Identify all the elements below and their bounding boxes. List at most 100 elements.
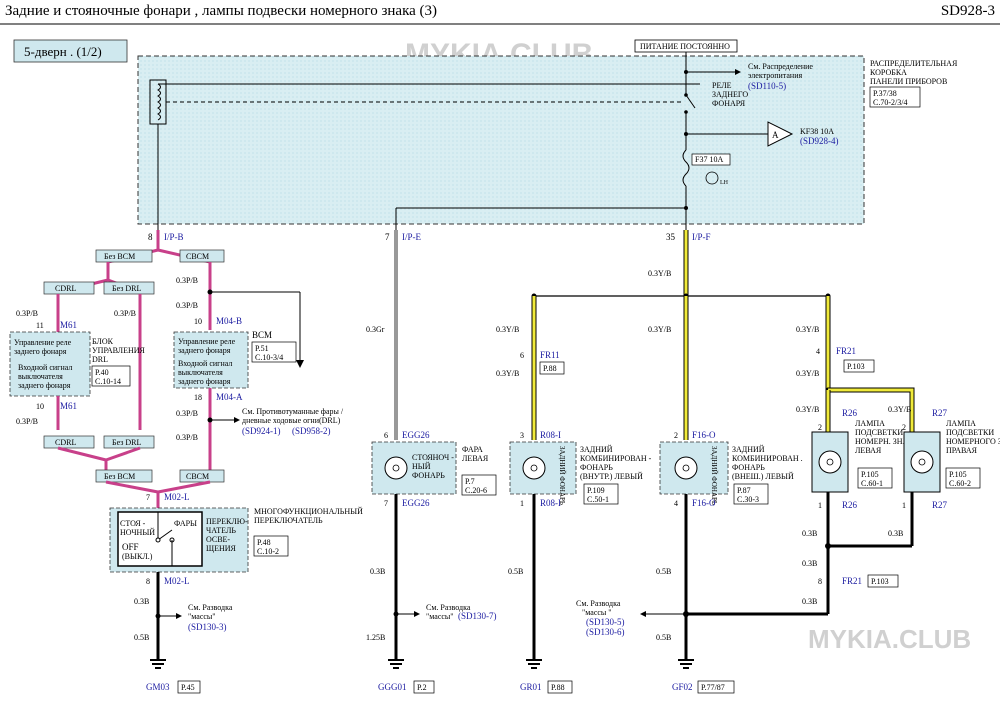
opt-bez-drl-top: Без DRL — [112, 284, 142, 293]
conn-r27-top: R27 — [932, 408, 948, 418]
svg-text:P.51: P.51 — [255, 344, 269, 353]
svg-text:2: 2 — [902, 423, 906, 432]
conn-m02l-bot: M02-L — [164, 576, 190, 586]
r08-name-2: КОМБИНИРОВАН - — [580, 454, 652, 463]
conn-egg26-top: EGG26 — [402, 430, 430, 440]
bcm-name: BCM — [252, 330, 272, 340]
bcm-box — [173, 331, 249, 389]
svg-text:P.40: P.40 — [95, 368, 109, 377]
lic-l-name-4: ЛЕВАЯ — [855, 446, 882, 455]
conn-m02l-top: M02-L — [164, 492, 190, 502]
svg-text:P.2: P.2 — [417, 683, 427, 692]
svg-text:P.77/87: P.77/87 — [701, 683, 725, 692]
jb-name-2: КОРОБКА — [870, 68, 907, 77]
svg-text:НЫЙ: НЫЙ — [412, 462, 431, 471]
conn-r26-bot: R26 — [842, 500, 858, 510]
power-ref-1: См. Распределение — [748, 62, 813, 71]
gnd-link-gf02-1[interactable]: (SD130-5) — [586, 617, 625, 627]
opt-cbcm-bot: CBCM — [186, 472, 209, 481]
rear-outer-lamp-icon — [674, 456, 698, 480]
conn-m61-bot: M61 — [60, 401, 77, 411]
svg-text:"массы": "массы" — [188, 612, 216, 621]
svg-text:4: 4 — [674, 499, 678, 508]
gnd-link-gm03[interactable]: (SD130-3) — [188, 622, 227, 632]
svg-text:0.3Y/B: 0.3Y/B — [496, 325, 519, 334]
conn-f16o-top: F16-O — [692, 430, 716, 440]
svg-text:заднего фонаря: заднего фонаря — [18, 381, 71, 390]
conn-egg26-bot: EGG26 — [402, 498, 430, 508]
svg-text:0.3P/B: 0.3P/B — [176, 276, 198, 285]
fog-link-1[interactable]: (SD924-1) — [242, 426, 281, 436]
svg-text:заднего фонаря: заднего фонаря — [178, 377, 231, 386]
svg-text:P.87: P.87 — [737, 486, 751, 495]
conn-m04a: M04-A — [216, 392, 243, 402]
svg-text:Управление реле: Управление реле — [178, 337, 236, 346]
svg-text:C.50-1: C.50-1 — [587, 495, 609, 504]
svg-text:0.5B: 0.5B — [656, 633, 671, 642]
svg-text:0.5B: 0.5B — [134, 633, 149, 642]
r08-name-1: ЗАДНИЙ — [580, 445, 613, 454]
svg-text:10: 10 — [36, 402, 44, 411]
lic-l-name-2: ПОДСВЕТКИ — [855, 428, 903, 437]
conn-r08i-top: R08-I — [540, 430, 561, 440]
power-ref-link[interactable]: (SD110-5) — [748, 81, 786, 91]
svg-text:OFF: OFF — [122, 542, 139, 552]
svg-text:2: 2 — [674, 431, 678, 440]
svg-text:ПЕРЕКЛЮ-: ПЕРЕКЛЮ- — [206, 517, 248, 526]
svg-text:заднего фонаря: заднего фонаря — [178, 346, 231, 355]
conn-r26-top: R26 — [842, 408, 858, 418]
svg-text:СТОЯНОЧ -: СТОЯНОЧ - — [412, 453, 454, 462]
svg-text:C.60-2: C.60-2 — [949, 479, 971, 488]
svg-text:См. Разводка: См. Разводка — [188, 603, 233, 612]
svg-text:P.105: P.105 — [861, 470, 879, 479]
svg-text:Управление реле: Управление реле — [14, 338, 72, 347]
rear-inner-lamp-icon — [522, 456, 546, 480]
ground-icon-ggg01 — [388, 659, 404, 669]
svg-text:0.3B: 0.3B — [802, 597, 817, 606]
svg-text:P.109: P.109 — [587, 486, 605, 495]
svg-text:C.10-3/4: C.10-3/4 — [255, 353, 283, 362]
svg-text:0.3Y/B: 0.3Y/B — [648, 269, 671, 278]
relay-name-1: РЕЛЕ — [712, 81, 732, 90]
r08-name-3: ФОНАРЬ — [580, 463, 613, 472]
svg-text:НОЧНЫЙ: НОЧНЫЙ — [120, 528, 155, 537]
svg-text:C.60-1: C.60-1 — [861, 479, 883, 488]
svg-text:0.5B: 0.5B — [508, 567, 523, 576]
svg-text:заднего фонаря: заднего фонаря — [14, 347, 67, 356]
svg-text:"массы ": "массы " — [582, 608, 612, 617]
conn-f16o-bot: F16-O — [692, 498, 716, 508]
ground-icon-gf02 — [678, 659, 694, 669]
conn-r27-bot: R27 — [932, 500, 948, 510]
svg-text:выключателя: выключателя — [18, 372, 63, 381]
svg-text:4: 4 — [816, 347, 820, 356]
conn-m04b: M04-B — [216, 316, 242, 326]
ground-icon-gr01 — [526, 659, 542, 669]
fog-link-2[interactable]: (SD958-2) — [292, 426, 331, 436]
drl-name-2: УПРАВЛЕНИЯ — [92, 346, 146, 355]
mf-switch-name-2: ПЕРЕКЛЮЧАТЕЛЬ — [254, 516, 323, 525]
svg-text:(ВЫКЛ.): (ВЫКЛ.) — [122, 552, 153, 561]
gnd-link-gf02-2[interactable]: (SD130-6) — [586, 627, 625, 637]
f16-name-3: ФОНАРЬ — [732, 463, 765, 472]
lic-r-name-4: ПРАВАЯ — [946, 446, 978, 455]
kf38-link[interactable]: (SD928-4) — [800, 136, 839, 146]
lic-l-name-1: ЛАМПА — [855, 419, 885, 428]
gnd-link-ggg01[interactable]: (SD130-7) — [458, 611, 497, 621]
svg-text:18: 18 — [194, 393, 202, 402]
svg-text:См. Противотуманные фары /: См. Противотуманные фары / — [242, 407, 344, 416]
watermark-bottom: MYKIA.CLUB — [808, 624, 971, 654]
svg-text:C.30-3: C.30-3 — [737, 495, 759, 504]
svg-text:P.88: P.88 — [543, 364, 557, 373]
jb-name-3: ПАНЕЛИ ПРИБОРОВ — [870, 77, 947, 86]
conn-m61-top: M61 — [60, 320, 77, 330]
svg-text:0.3P/B: 0.3P/B — [16, 309, 38, 318]
parking-lamp-icon — [384, 456, 408, 480]
svg-text:C.20-6: C.20-6 — [465, 486, 487, 495]
svg-text:0.3P/B: 0.3P/B — [16, 417, 38, 426]
svg-text:7: 7 — [384, 499, 388, 508]
opt-bez-drl-bot: Без DRL — [112, 438, 142, 447]
svg-text:8: 8 — [148, 232, 153, 242]
svg-text:ЗАДНИЙ ФОНАРЬ: ЗАДНИЙ ФОНАРЬ — [710, 446, 718, 505]
variant-tab — [13, 39, 128, 63]
